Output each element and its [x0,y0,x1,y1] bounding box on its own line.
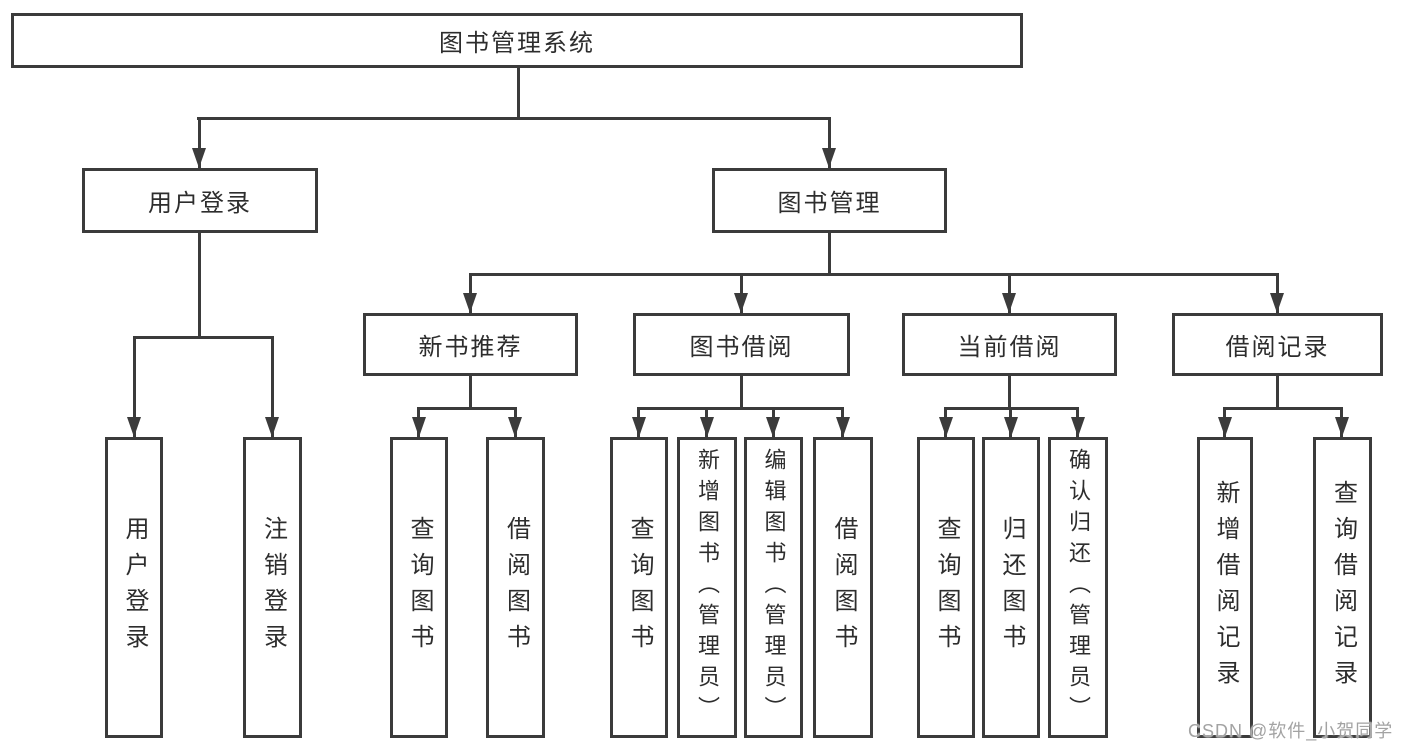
arrow-down-icon [127,417,141,437]
leaf-confirm-return-admin: 确认归还（管理员） [1048,437,1108,738]
arrow-down-icon [766,417,780,437]
arrow-down-icon [265,417,279,437]
leaf-logout-login: 注销登录 [243,437,302,738]
node-label: 确认归还（管理员） [1066,448,1091,727]
connector-line [1008,376,1011,410]
node-new-book-recommend: 新书推荐 [363,313,578,376]
connector-line [1276,376,1279,410]
leaf-query-books-1: 查询图书 [390,437,448,738]
arrow-down-icon [734,293,748,313]
node-label: 图书借阅 [689,334,794,361]
leaf-query-books-2: 查询图书 [610,437,668,738]
node-label: 新增图书（管理员） [695,448,720,727]
connector-line [469,273,1279,276]
node-label: 注销登录 [259,515,287,660]
connector-line [133,336,136,437]
connector-line [198,233,201,339]
node-label: 查询图书 [933,515,960,660]
node-label: 查询图书 [626,515,653,660]
leaf-query-books-3: 查询图书 [917,437,975,738]
connector-line [271,336,274,437]
connector-line [133,336,274,339]
node-label: 用户登录 [148,190,252,217]
connector-line [1223,407,1343,410]
connector-line [517,68,520,120]
node-label: 用户登录 [121,515,148,660]
connector-line [197,117,831,120]
node-label: 借阅图书 [502,515,530,660]
node-current-borrowing: 当前借阅 [902,313,1117,376]
connector-line [828,233,831,276]
node-root-library-management-system: 图书管理系统 [11,13,1023,68]
node-label: 当前借阅 [957,334,1062,361]
node-label: 图书管理 [777,190,882,217]
node-label: 借阅记录 [1225,334,1330,361]
arrow-down-icon [700,417,714,437]
node-user-login: 用户登录 [82,168,318,233]
arrow-down-icon [1335,417,1349,437]
arrow-down-icon [836,417,850,437]
connector-line [469,376,472,410]
leaf-user-login: 用户登录 [105,437,163,738]
node-label: 归还图书 [998,515,1025,660]
arrow-down-icon [1002,293,1016,313]
node-book-management: 图书管理 [712,168,947,233]
csdn-watermark: CSDN @软件_小贺同学 [1188,721,1394,741]
connector-line [198,117,201,168]
node-label: 编辑图书（管理员） [761,448,787,727]
connector-line [740,376,743,410]
leaf-query-borrow-record: 查询借阅记录 [1313,437,1372,738]
node-label: 图书管理系统 [439,30,595,57]
connector-line [637,407,844,410]
leaf-add-borrow-record: 新增借阅记录 [1197,437,1253,738]
node-book-borrowing: 图书借阅 [633,313,850,376]
leaf-edit-books-admin: 编辑图书（管理员） [744,437,803,738]
leaf-borrow-books-2: 借阅图书 [813,437,873,738]
arrow-down-icon [508,417,522,437]
arrow-down-icon [632,417,646,437]
leaf-return-books: 归还图书 [982,437,1040,738]
node-label: 查询借阅记录 [1329,479,1357,696]
node-label: 新增借阅记录 [1212,479,1239,696]
node-label: 新书推荐 [418,334,523,361]
arrow-down-icon [412,417,426,437]
arrow-down-icon [1218,417,1232,437]
leaf-borrow-books-1: 借阅图书 [486,437,545,738]
arrow-down-icon [1004,417,1018,437]
arrow-down-icon [939,417,953,437]
arrow-down-icon [463,293,477,313]
leaf-add-books-admin: 新增图书（管理员） [677,437,737,738]
arrow-down-icon [1270,293,1284,313]
connector-line [828,117,831,168]
node-borrowing-records: 借阅记录 [1172,313,1383,376]
arrow-down-icon [192,148,206,168]
connector-line [417,407,517,410]
node-label: 查询图书 [406,515,433,660]
arrow-down-icon [822,148,836,168]
node-label: 借阅图书 [830,515,857,660]
arrow-down-icon [1071,417,1085,437]
